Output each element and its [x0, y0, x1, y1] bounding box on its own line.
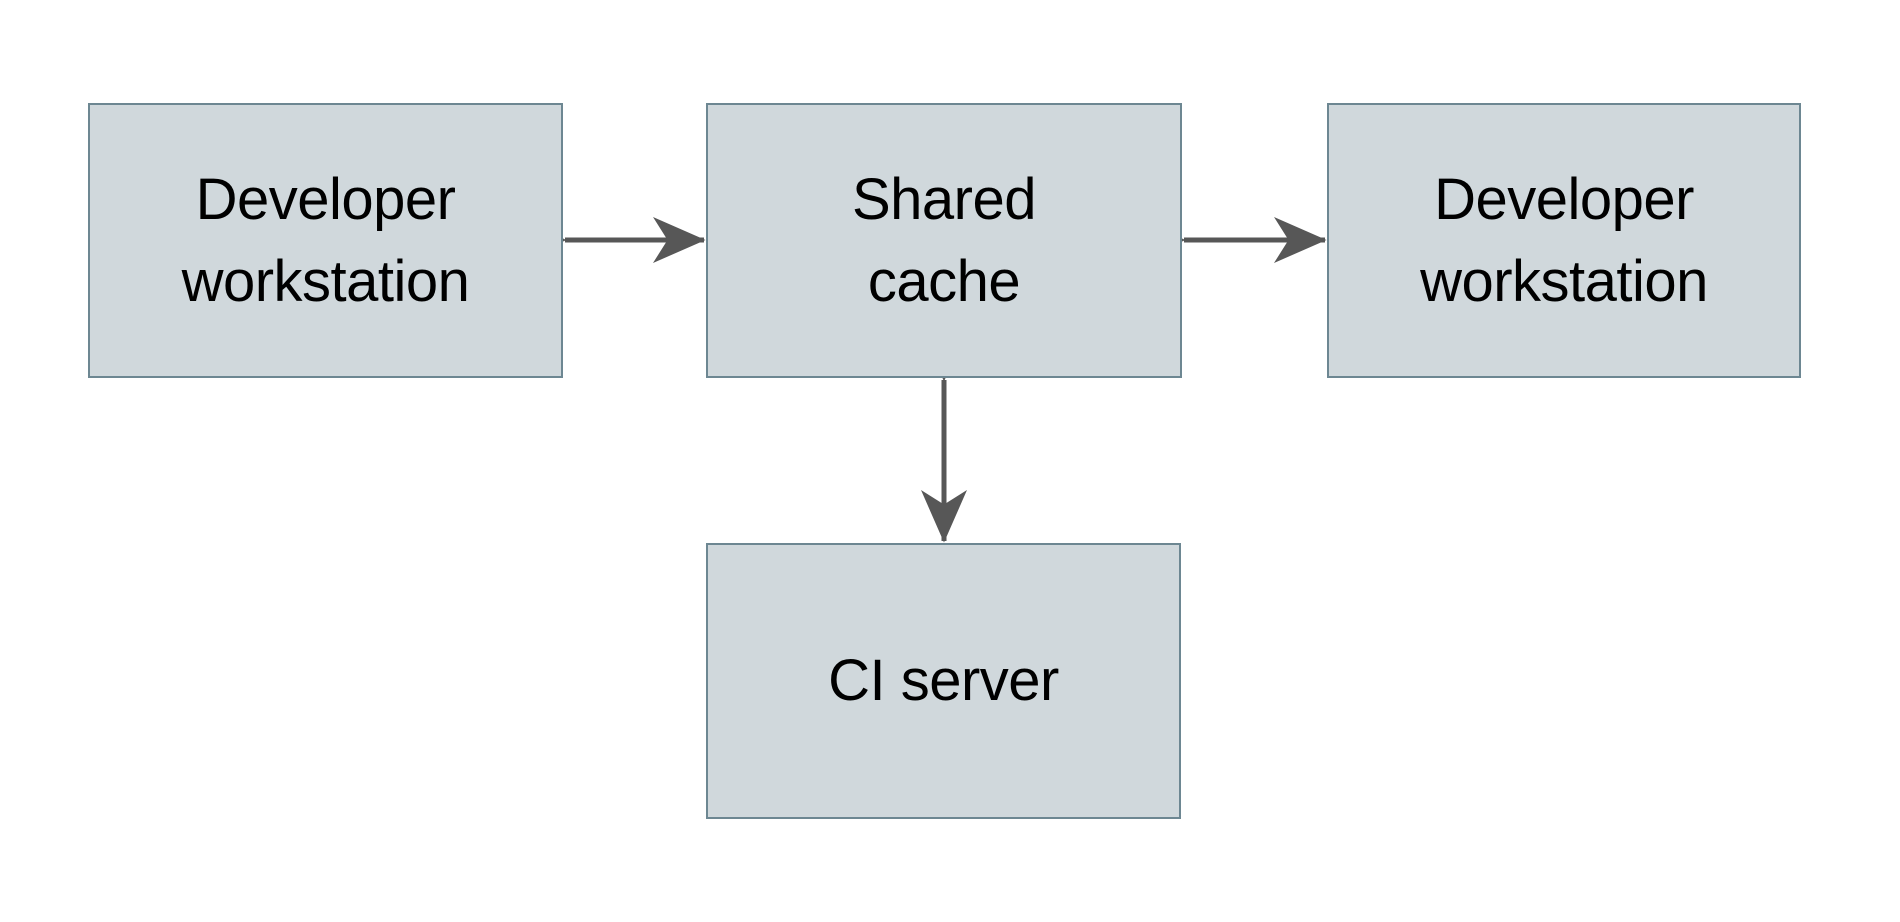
node-label: Developer workstation: [1420, 166, 1708, 314]
node-shared-cache[interactable]: Shared cache: [706, 103, 1182, 378]
node-label: Shared cache: [851, 166, 1037, 314]
node-dev-workstation-right[interactable]: Developer workstation: [1327, 103, 1801, 378]
node-ci-server[interactable]: CI server: [706, 543, 1181, 819]
node-dev-workstation-left[interactable]: Developer workstation: [88, 103, 563, 378]
node-label: CI server: [828, 648, 1059, 713]
node-label: Developer workstation: [181, 166, 470, 314]
